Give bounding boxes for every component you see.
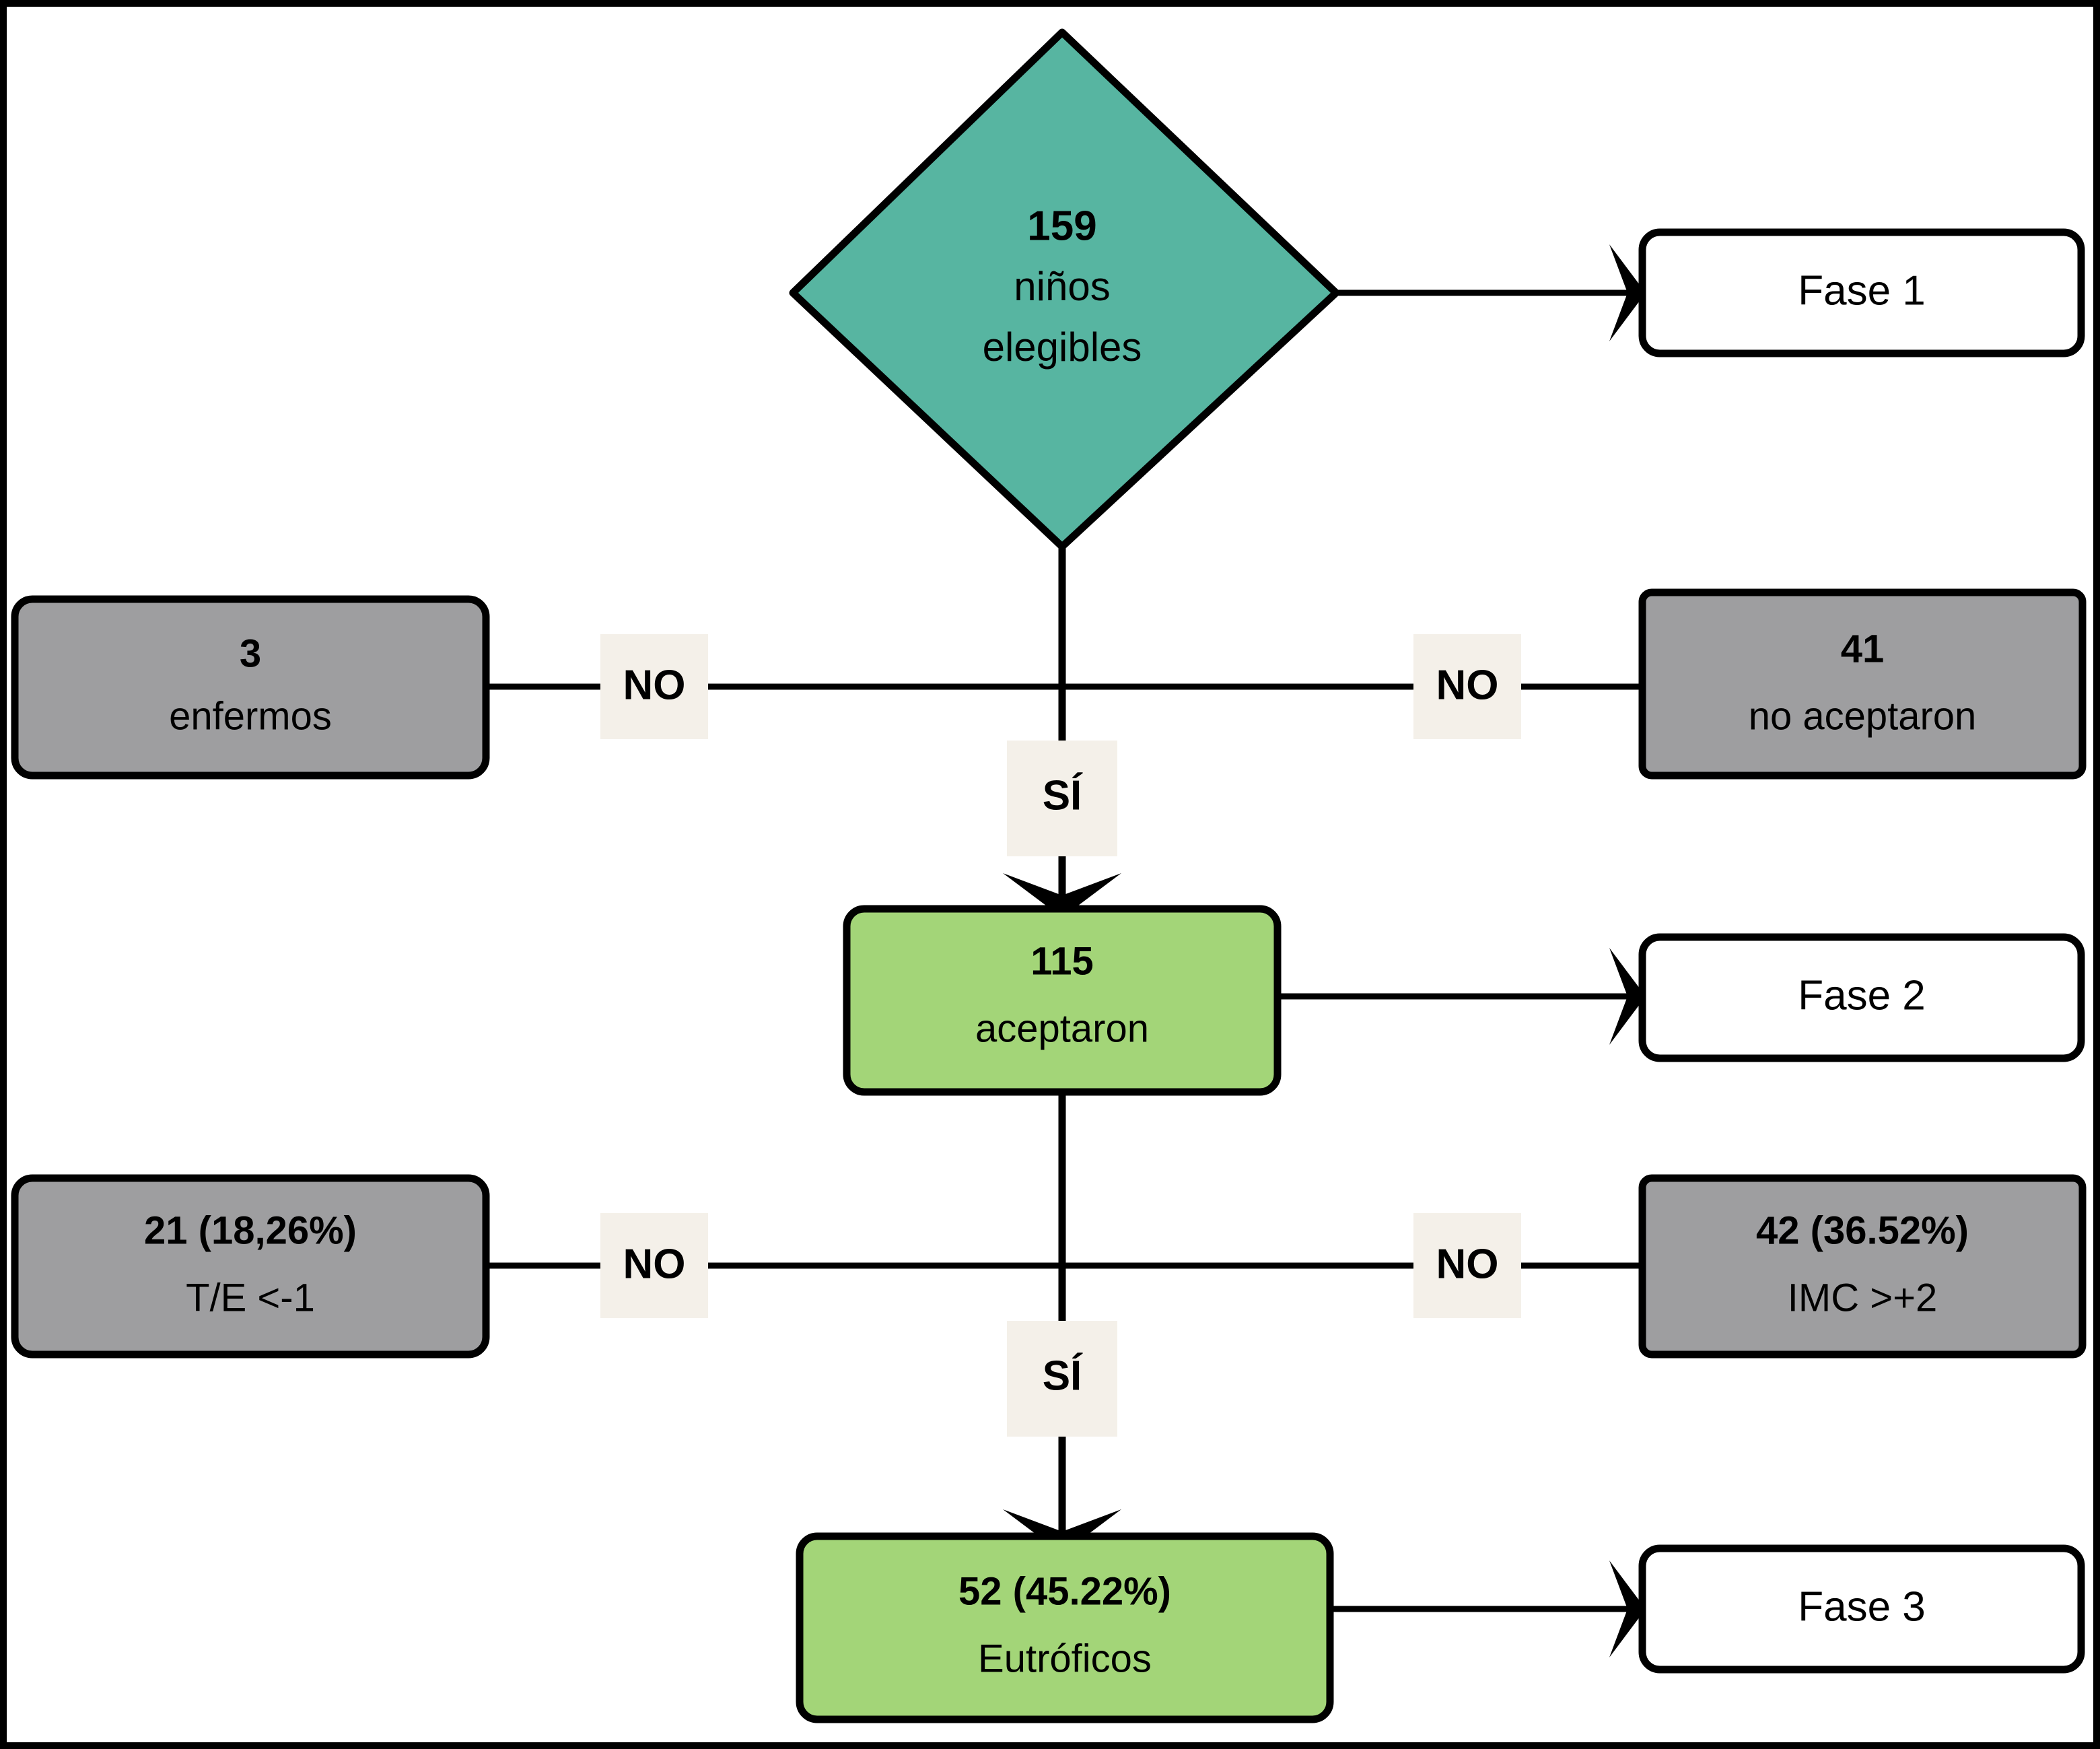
node-stunted[interactable]: 21 (18,26%) T/E <-1 bbox=[11, 1174, 490, 1359]
si-accepted-text: SÍ bbox=[1043, 772, 1083, 819]
overweight-box-shape bbox=[1638, 1174, 2087, 1359]
no-sick-chip-bg bbox=[600, 634, 708, 739]
phase3-label: Fase 3 bbox=[1798, 1583, 1926, 1630]
phase1-label: Fase 1 bbox=[1798, 267, 1926, 314]
stunted-box-shape bbox=[11, 1174, 490, 1359]
eutrophic-count: 52 (45.22%) bbox=[958, 1569, 1171, 1613]
accepted-count: 115 bbox=[1030, 939, 1094, 983]
node-sick[interactable]: 3 enfermos bbox=[11, 595, 490, 780]
no-declined-text: NO bbox=[1436, 662, 1499, 708]
edge-label-si-accepted: SÍ bbox=[1007, 741, 1117, 856]
node-eligible[interactable]: 159 niños elegibles bbox=[789, 28, 1340, 551]
node-declined[interactable]: 41 no aceptaron bbox=[1638, 588, 2087, 780]
si-eutrophic-text: SÍ bbox=[1043, 1352, 1083, 1399]
accepted-label: aceptaron bbox=[975, 1006, 1149, 1050]
eutrophic-box-shape bbox=[796, 1532, 1334, 1723]
node-phase1[interactable]: Fase 1 bbox=[1638, 228, 2085, 357]
declined-label: no aceptaron bbox=[1749, 694, 1977, 738]
phase3-box-shape bbox=[1638, 1544, 2085, 1674]
no-declined-chip-bg bbox=[1413, 634, 1521, 739]
si-accepted-chip-bg bbox=[1007, 741, 1117, 856]
eligible-line2: niños bbox=[1014, 264, 1110, 309]
accepted-box-shape bbox=[843, 905, 1282, 1096]
edge-label-si-eutrophic: SÍ bbox=[1007, 1321, 1117, 1437]
sick-label: enfermos bbox=[169, 694, 332, 738]
node-overweight[interactable]: 42 (36.52%) IMC >+2 bbox=[1638, 1174, 2087, 1359]
phase2-box-shape bbox=[1638, 933, 2085, 1062]
eligible-diamond-shape bbox=[789, 28, 1340, 551]
node-eutrophic[interactable]: 52 (45.22%) Eutróficos bbox=[796, 1532, 1334, 1723]
stunted-criterion: T/E <-1 bbox=[186, 1276, 315, 1319]
no-stunted-chip-bg bbox=[600, 1213, 708, 1318]
phase2-label: Fase 2 bbox=[1798, 972, 1926, 1019]
declined-box-shape bbox=[1638, 588, 2087, 780]
phase1-box-shape bbox=[1638, 228, 2085, 357]
edge-label-no-sick: NO bbox=[600, 634, 708, 739]
edge-label-no-stunted: NO bbox=[600, 1213, 708, 1318]
edge-label-no-overweight: NO bbox=[1413, 1213, 1521, 1318]
node-accepted[interactable]: 115 aceptaron bbox=[843, 905, 1282, 1096]
no-stunted-text: NO bbox=[623, 1241, 686, 1287]
eligible-count: 159 bbox=[1027, 203, 1096, 249]
overweight-criterion: IMC >+2 bbox=[1788, 1276, 1937, 1319]
overweight-count: 42 (36.52%) bbox=[1756, 1208, 1969, 1252]
eligible-line3: elegibles bbox=[983, 324, 1142, 370]
sick-box-shape bbox=[11, 595, 490, 780]
eutrophic-label: Eutróficos bbox=[978, 1637, 1152, 1680]
declined-count: 41 bbox=[1841, 627, 1885, 671]
si-eutrophic-chip-bg bbox=[1007, 1321, 1117, 1437]
node-phase3[interactable]: Fase 3 bbox=[1638, 1544, 2085, 1674]
no-overweight-text: NO bbox=[1436, 1241, 1499, 1287]
sick-count: 3 bbox=[240, 631, 261, 675]
no-overweight-chip-bg bbox=[1413, 1213, 1521, 1318]
node-phase2[interactable]: Fase 2 bbox=[1638, 933, 2085, 1062]
stunted-count: 21 (18,26%) bbox=[144, 1208, 357, 1252]
no-sick-text: NO bbox=[623, 662, 686, 708]
edge-label-no-declined: NO bbox=[1413, 634, 1521, 739]
